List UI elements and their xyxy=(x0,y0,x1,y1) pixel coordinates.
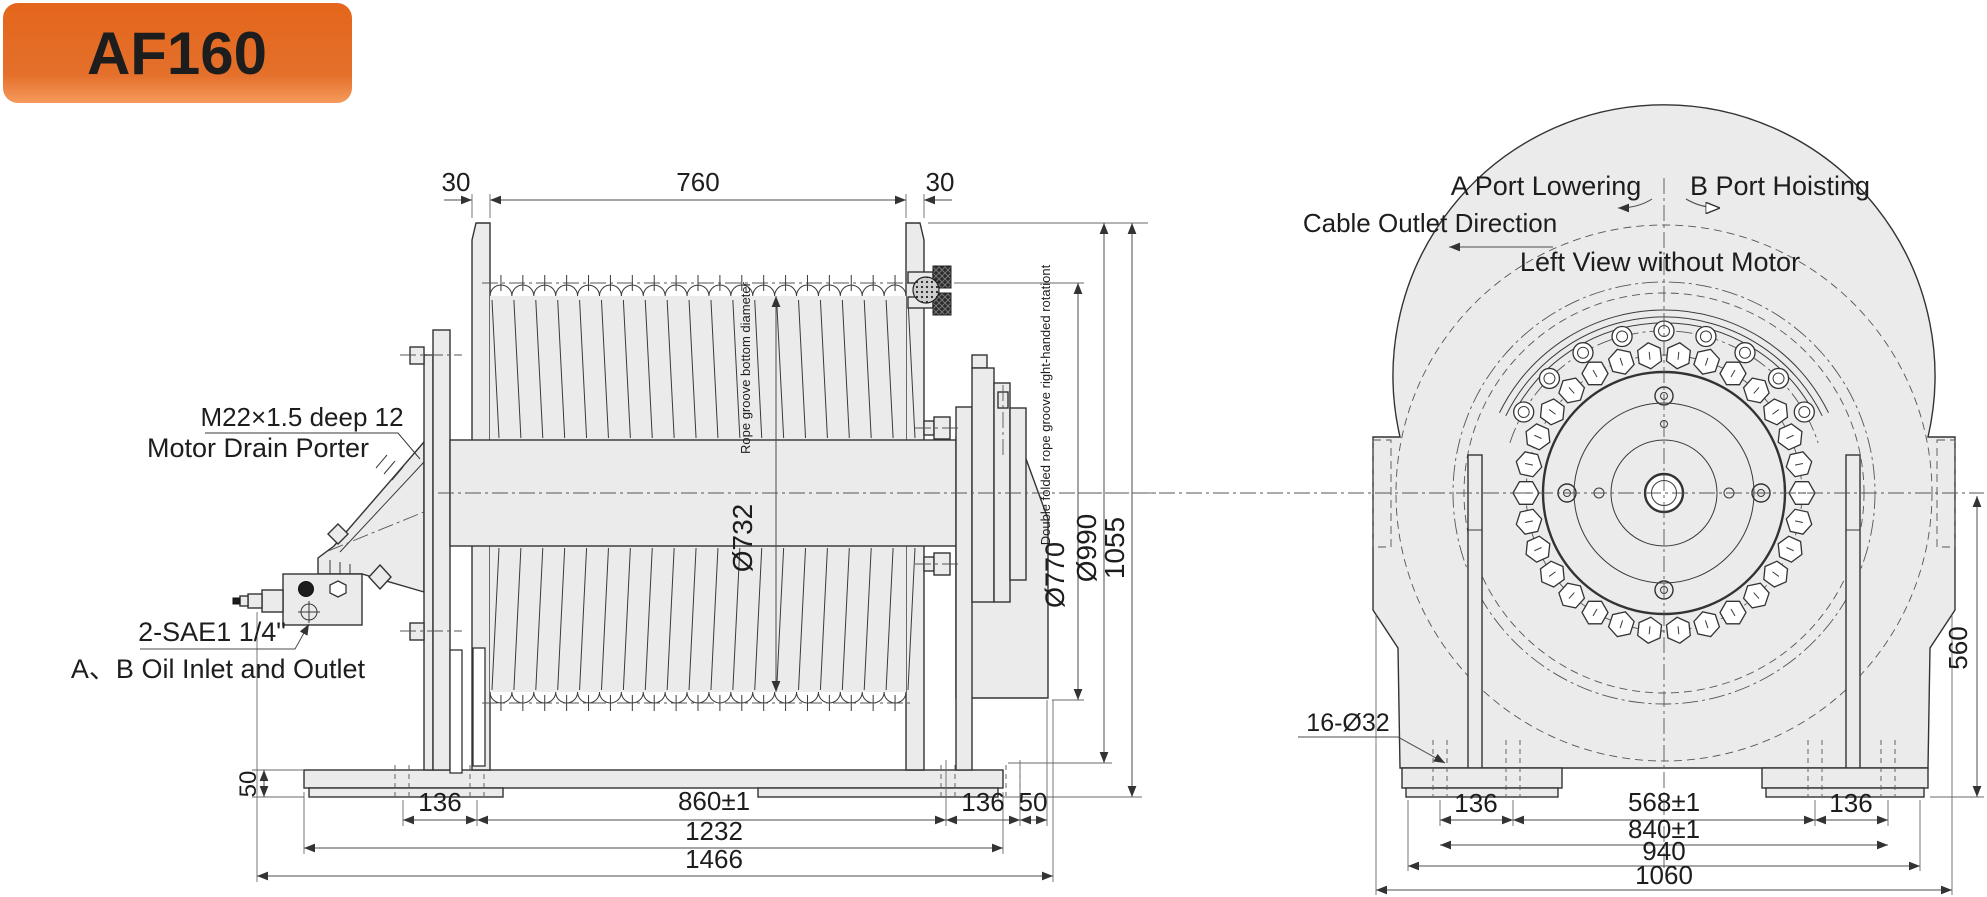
dim-ev-overall-width: 1060 xyxy=(1635,860,1693,890)
side-bottom-dims: 50 136 860±1 136 50 1232 1466 xyxy=(235,612,1054,882)
hex-bolt-ring xyxy=(1512,342,1816,644)
overall-height: 1055 xyxy=(1099,517,1130,579)
end-bottom-dims: 136 568±1 136 840±1 940 1060 xyxy=(1375,615,1953,895)
oil-name-label: A、B Oil Inlet and Outlet xyxy=(71,654,366,684)
dim-ev-height: 560 xyxy=(1943,626,1973,669)
valve-block xyxy=(232,573,363,626)
side-top-dims: 30 760 30 xyxy=(442,167,955,218)
port-b-label: B Port Hoisting xyxy=(1690,171,1870,201)
base-plate xyxy=(303,765,1021,798)
dim-base-length: 1232 xyxy=(685,816,743,846)
drain-spec-label: M22×1.5 deep 12 xyxy=(200,402,403,432)
right-mount-land xyxy=(1936,439,1956,548)
end-annotations: A Port Lowering B Port Hoisting Cable Ou… xyxy=(1298,171,1870,764)
lowering-arrow xyxy=(1617,198,1653,213)
end-feet xyxy=(1401,740,1929,798)
dim-right-end: 50 xyxy=(1019,787,1048,817)
rope-drum xyxy=(482,275,916,711)
fold-note: Double folded rope groove right-handed r… xyxy=(1038,264,1053,545)
dim-ev-right-gap: 136 xyxy=(1829,788,1872,818)
hoisting-arrow xyxy=(1685,198,1720,208)
oil-spec-label: 2-SAE1 1/4" xyxy=(138,617,286,647)
groove-note: Rope groove bottom diameter xyxy=(738,281,753,454)
brake-assembly xyxy=(915,354,1049,771)
model-label: AF160 xyxy=(87,20,267,87)
round-bolt-arc xyxy=(1513,320,1815,423)
dim-ev-center-span: 568±1 xyxy=(1628,787,1700,817)
side-callouts: M22×1.5 deep 12 Motor Drain Porter 2-SAE… xyxy=(71,402,421,684)
end-view: A Port Lowering B Port Hoisting Cable Ou… xyxy=(1078,104,1984,895)
groove-dia: Ø732 xyxy=(727,504,758,573)
rope-clamp xyxy=(907,265,952,316)
dim-left-gap: 136 xyxy=(418,787,461,817)
dim-ev-base-width: 940 xyxy=(1642,836,1685,866)
dim-right-gap: 136 xyxy=(961,787,1004,817)
mount-plates xyxy=(400,329,463,774)
dim-base-height: 50 xyxy=(235,771,262,798)
motor-bracket xyxy=(317,440,469,593)
side-view: 30 760 30 Rope groove bottom diameter Ø7… xyxy=(71,167,1160,882)
holes-label: 16-Ø32 xyxy=(1306,709,1389,737)
dim-ev-left-gap: 136 xyxy=(1454,788,1497,818)
dim-drum-width: 760 xyxy=(676,167,719,197)
dim-center-span: 860±1 xyxy=(678,786,750,816)
left-mount-land xyxy=(1372,439,1392,548)
port-a-label: A Port Lowering xyxy=(1451,171,1642,201)
dim-flange-left: 30 xyxy=(442,167,471,197)
fold-dia: Ø770 xyxy=(1040,542,1070,608)
cable-note-label: Cable Outlet Direction xyxy=(1303,208,1557,238)
dim-overall-length: 1466 xyxy=(685,844,743,874)
groove-dia-dim: Rope groove bottom diameter Ø732 xyxy=(727,281,781,692)
flange-dia: Ø990 xyxy=(1071,514,1102,583)
end-height-dim: 560 xyxy=(1930,496,1984,798)
dim-flange-right: 30 xyxy=(926,167,955,197)
side-right-dims: Double folded rope groove right-handed r… xyxy=(928,222,1148,798)
drain-name-label: Motor Drain Porter xyxy=(147,433,369,463)
end-title: Left View without Motor xyxy=(1520,247,1800,277)
dim-ev-mount-span: 840±1 xyxy=(1628,814,1700,844)
model-badge: AF160 xyxy=(3,3,352,103)
